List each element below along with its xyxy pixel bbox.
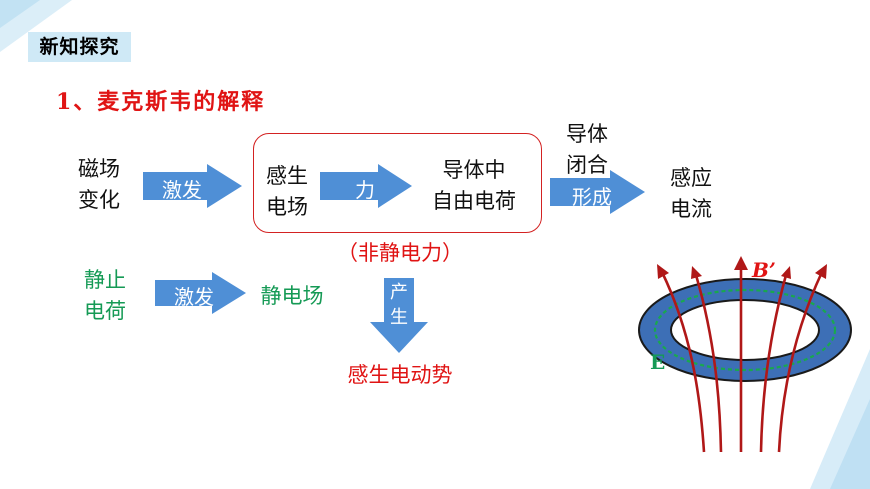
arrow2-label: 力 [355, 178, 375, 202]
field-line1: 感生 [266, 164, 308, 188]
field-line-arrowheads [657, 256, 827, 279]
down-arrow-label: 产 生 [384, 280, 414, 330]
condition-closed-conductor: 导体 闭合 [556, 119, 618, 181]
section-tag: 新知探究 [28, 32, 131, 62]
corner-decoration-top-left [0, 0, 72, 52]
heading: 1、麦克斯韦的解释 [56, 89, 266, 115]
condition-line2: 闭合 [566, 153, 608, 177]
down-label-line2: 生 [390, 307, 408, 328]
arrow3-label: 形成 [572, 185, 612, 209]
static-line2: 电荷 [84, 299, 126, 323]
arrow-bottom-label: 激发 [174, 285, 214, 309]
arrow-excite-top [143, 164, 242, 208]
electric-field-loop [653, 288, 837, 372]
condition-line1: 导体 [566, 122, 608, 146]
ring-inner [670, 299, 820, 361]
arrow-force [320, 164, 412, 208]
induced-electric-field: 感生 电场 [258, 161, 316, 223]
static-line1: 静止 [84, 268, 126, 292]
charge-line1: 导体中 [442, 158, 506, 182]
electric-label: E [650, 350, 666, 374]
down-label-line1: 产 [390, 282, 408, 303]
box-caption: （非静电力） [337, 241, 463, 265]
magnetic-field-lines [660, 268, 824, 453]
ring-diagram [638, 256, 852, 453]
induced-emf: 感生电动势 [347, 363, 453, 387]
arrow-produce-down [370, 278, 428, 353]
arrow-excite-bottom [155, 272, 246, 314]
magnetic-label: B’ [752, 258, 776, 282]
corner-decoration-bottom-right [810, 349, 870, 489]
result-line2: 电流 [670, 197, 712, 221]
free-charges-in-conductor: 导体中 自由电荷 [418, 155, 530, 217]
source-line1: 磁场 [78, 157, 120, 181]
result-line1: 感应 [670, 166, 712, 190]
source-line2: 变化 [78, 188, 120, 212]
charge-line2: 自由电荷 [432, 189, 516, 213]
field-line2: 电场 [266, 195, 308, 219]
induced-field-box [253, 133, 542, 233]
source-magnetic-change: 磁场 变化 [68, 154, 130, 216]
electrostatic-field: 静电场 [260, 284, 324, 308]
arrow-form [550, 170, 645, 214]
induced-current: 感应 电流 [660, 163, 722, 225]
arrow1-label: 激发 [162, 178, 202, 202]
static-charge: 静止 电荷 [74, 265, 136, 327]
